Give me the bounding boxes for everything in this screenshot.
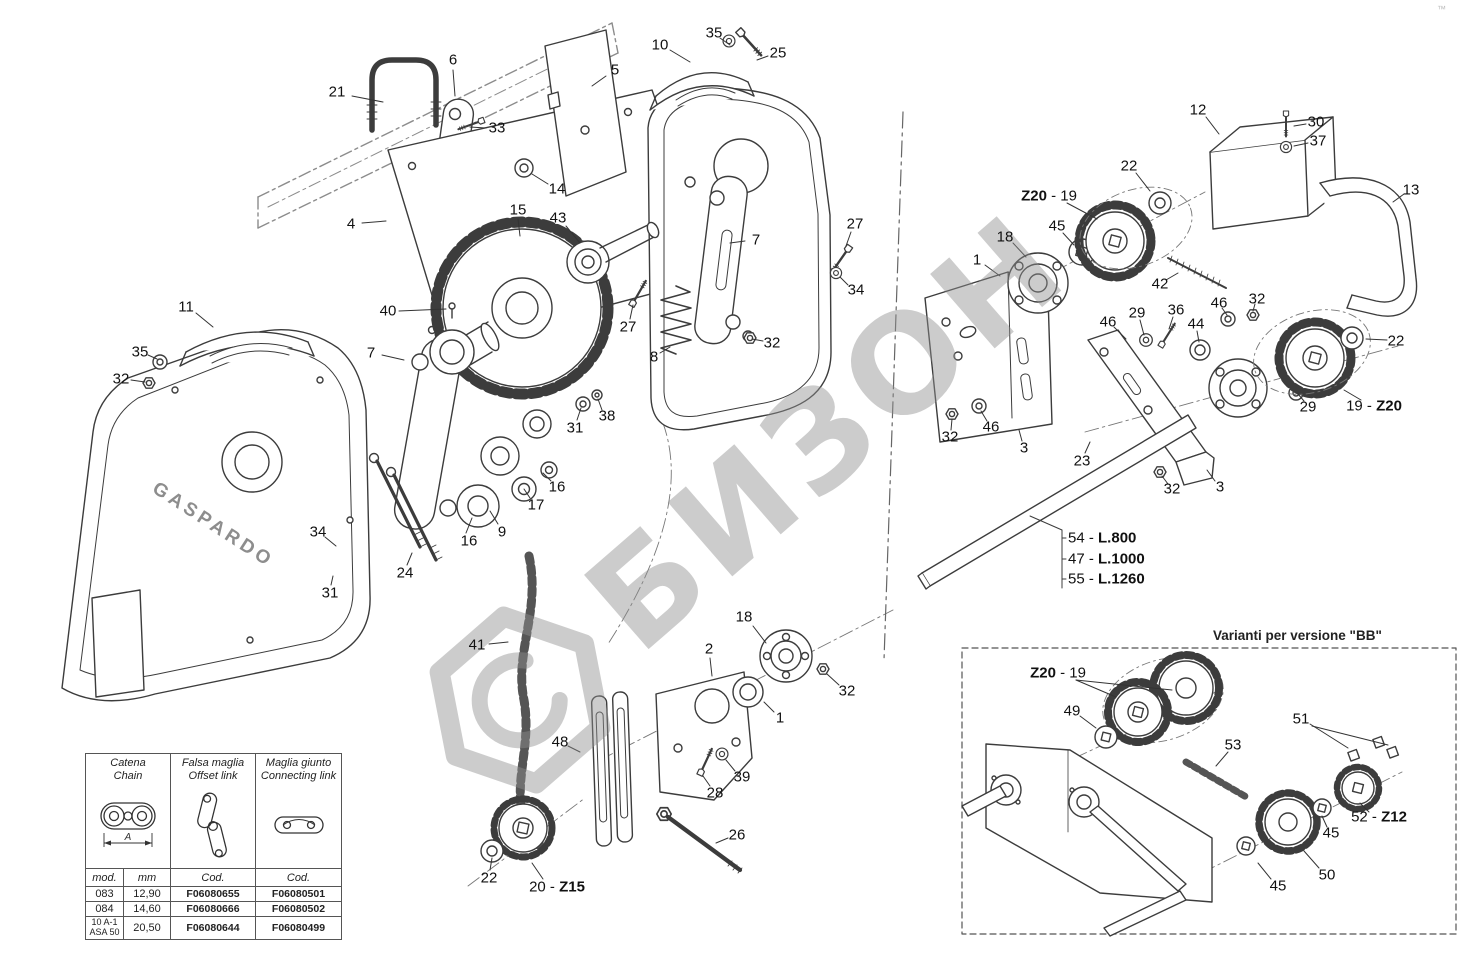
lock-collar [1340, 326, 1364, 350]
table-subheader-cod1: Cod. [170, 868, 256, 887]
nut-icon [1153, 466, 1167, 478]
bearing-flange-right [1208, 358, 1268, 418]
nut-icon [816, 663, 830, 675]
chain-title-en: Chain [113, 770, 143, 783]
table-cell: F06080644 [170, 916, 256, 940]
offset-link-icon [197, 792, 227, 858]
table-cell: 12,90 [123, 886, 171, 902]
threaded-rod [1167, 255, 1227, 289]
table-cell: 084 [85, 901, 124, 917]
table-cell: F06080666 [170, 901, 256, 917]
stud-bolts [368, 452, 443, 562]
table-header-chain: Catena Chain A [85, 753, 171, 869]
table-cell: F06080655 [170, 886, 256, 902]
washer-icon [1139, 333, 1153, 347]
table-cell: 083 [85, 886, 124, 902]
variants-box-title: Varianti per versione "BB" [1213, 628, 1382, 643]
table-cell: 20,50 [123, 916, 171, 940]
left-cover [61, 329, 371, 702]
washer-icon [152, 354, 168, 370]
chain-side-view-icon: A [100, 802, 156, 848]
offset-link-title-it: Falsa maglia [181, 757, 245, 769]
table-subheader-mod: mod. [85, 868, 124, 887]
spacer-tube [514, 158, 534, 178]
spacer [1189, 339, 1211, 361]
table-header-connecting-link: Maglia giunto Connecting link [255, 753, 342, 869]
bolt-icon [1156, 321, 1179, 350]
lower-bracket [655, 671, 753, 801]
side-plate [544, 29, 627, 197]
nut-icon [743, 332, 757, 344]
cover-box [1209, 116, 1337, 230]
bearing-flange-left [1007, 252, 1069, 314]
bolt-icon [734, 26, 765, 59]
offset-link-title-en: Offset link [188, 770, 238, 783]
chain-table: Catena Chain A Falsa maglia Offset link [85, 753, 342, 940]
main-sprocket [430, 216, 614, 400]
nut-icon [142, 377, 156, 389]
connecting-link-icon [273, 816, 324, 835]
washer-icon [1279, 140, 1293, 154]
group-ellipse [1079, 186, 1193, 270]
pivot-boss [429, 321, 500, 375]
long-bolt [655, 806, 743, 874]
length-brace [1029, 515, 1067, 589]
connecting-link-title-en: Connecting link [260, 770, 337, 783]
square-shaft [917, 414, 1197, 590]
watermark-hexagon-logo [429, 606, 611, 794]
section-divider [883, 111, 904, 661]
table-subheader-mm: mm [123, 868, 171, 887]
sprocket-z20-right [1274, 317, 1356, 399]
chain-title-it: Catena [110, 757, 146, 769]
pin [448, 302, 456, 319]
leader-lines [130, 37, 1405, 880]
connecting-link-title-it: Maglia giunto [265, 757, 332, 769]
roller-set [456, 409, 558, 528]
bearing [732, 676, 764, 708]
washer-nut-top [575, 389, 603, 412]
chain-guide [590, 691, 634, 847]
bracket-left [924, 271, 1053, 443]
washer-icon [1220, 311, 1236, 327]
sprocket-z20-left [1074, 200, 1156, 282]
table-cell: F06080501 [255, 886, 342, 902]
variants-box-art [961, 647, 1457, 937]
watermark-logo-arc [471, 652, 568, 749]
corner-mark: ™ [1437, 4, 1446, 14]
group-ellipse [1253, 309, 1371, 395]
dim-a-label: A [124, 832, 132, 843]
table-cell: F06080499 [255, 916, 342, 940]
flange [759, 629, 813, 683]
washer-icon [715, 747, 729, 761]
table-cell: 14,60 [123, 901, 171, 917]
table-header-offset-link: Falsa maglia Offset link [170, 753, 256, 869]
tension-arm-right [694, 175, 748, 345]
u-bolt [366, 57, 442, 133]
lower-sprocket [480, 795, 556, 863]
table-subheader-cod2: Cod. [255, 868, 342, 887]
spring [660, 285, 692, 355]
lock-collar [1148, 191, 1172, 215]
table-cell: F06080502 [255, 901, 342, 917]
guard [1319, 177, 1418, 317]
hub-assembly [566, 221, 660, 284]
table-cell: 10 A-1 ASA 50 [85, 916, 124, 940]
